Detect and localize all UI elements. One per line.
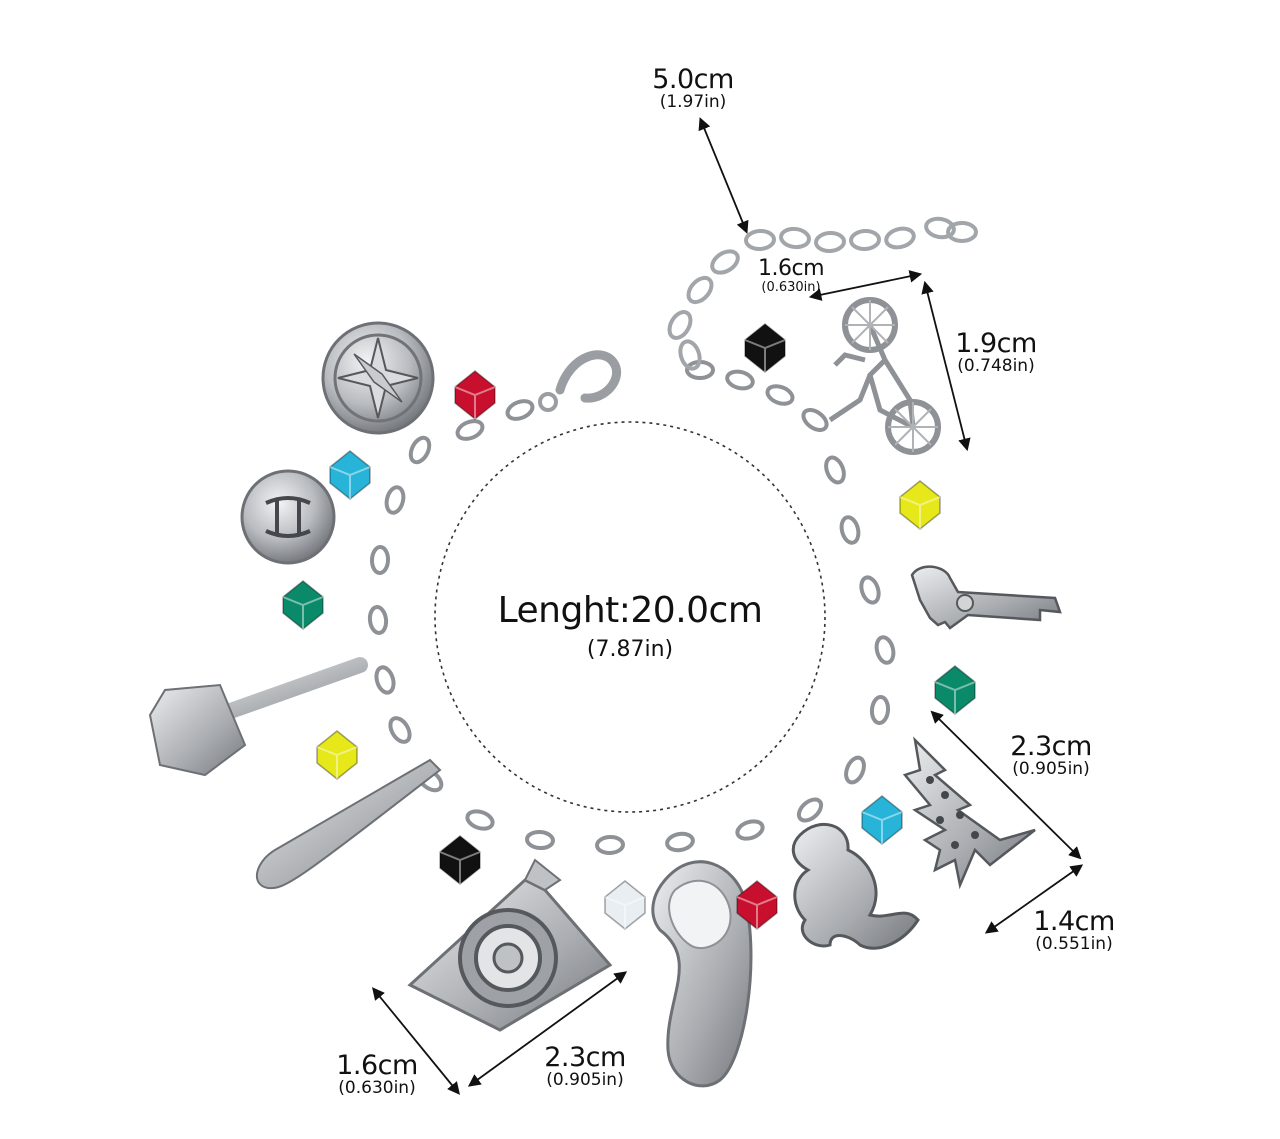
bead [439,835,481,885]
length-inches: (7.87in) [586,637,674,662]
chain-link [369,545,391,575]
bead [282,580,324,630]
chain [367,360,896,856]
beads [282,323,976,930]
chain-link [765,384,795,406]
compass-icon [321,321,435,435]
chain-link [801,408,829,432]
chain-link [844,755,866,785]
chain-link [455,419,485,441]
demogorgon-icon [791,822,920,950]
walkie-talkie-icon [651,860,753,1088]
chain-link [374,665,396,695]
chain-link [465,809,495,831]
extender-link [710,249,740,275]
dim-camera-width: 2.3cm (0.905in) [544,1042,626,1090]
chain-link [869,695,891,725]
extender-link [744,228,776,252]
chain-link [388,716,412,744]
lobster-clasp-icon [538,350,622,412]
chain-link [839,515,861,545]
bead [454,370,496,420]
gemini-icon [240,469,336,565]
chain-link [796,797,824,823]
chain-link [367,605,389,635]
chain-link [408,435,432,465]
chain-link [665,831,695,853]
bead [744,323,786,373]
bead [899,480,941,530]
center-circle [434,421,826,813]
axe-icon [148,657,368,777]
chain-link [874,635,896,665]
dim-bike-width: 1.6cm (0.630in) [757,256,825,295]
length-value: Lenght:20.0cm [497,590,763,631]
extender-link [678,339,702,371]
bicycle-icon [828,297,941,455]
extender-link [884,226,916,250]
chain-link [735,819,765,841]
extender-link [779,226,811,250]
extender-link [686,275,714,305]
extender-link [667,310,693,340]
bead [316,730,358,780]
bead [329,450,371,500]
dim-camera-height: 1.6cm (0.630in) [336,1050,418,1098]
bead [861,795,903,845]
dim-extender: 5.0cm (1.97in) [652,64,734,112]
chain-link [595,834,625,856]
dim-bike-height: 1.9cm (0.748in) [955,328,1037,376]
bead [934,665,976,715]
chain-link [384,485,406,515]
extender-chain [667,216,978,371]
revolver-icon [910,565,1062,630]
dim-tree-width: 1.4cm (0.551in) [1033,906,1115,954]
chain-link [859,575,881,605]
bead [604,880,646,930]
extender-link [814,230,846,254]
extender-link [924,216,956,240]
dim-tree-height: 2.3cm (0.905in) [1010,731,1092,779]
bead [736,880,778,930]
extender-link [849,228,881,252]
bat-icon [255,758,442,890]
chain-link [725,369,755,391]
chain-link [525,829,555,851]
chain-link [824,455,846,485]
chain-link [505,399,535,421]
measurement-lines [372,117,1084,1095]
extender-link [946,221,978,243]
length-label: Lenght:20.0cm (7.87in) [480,590,780,662]
